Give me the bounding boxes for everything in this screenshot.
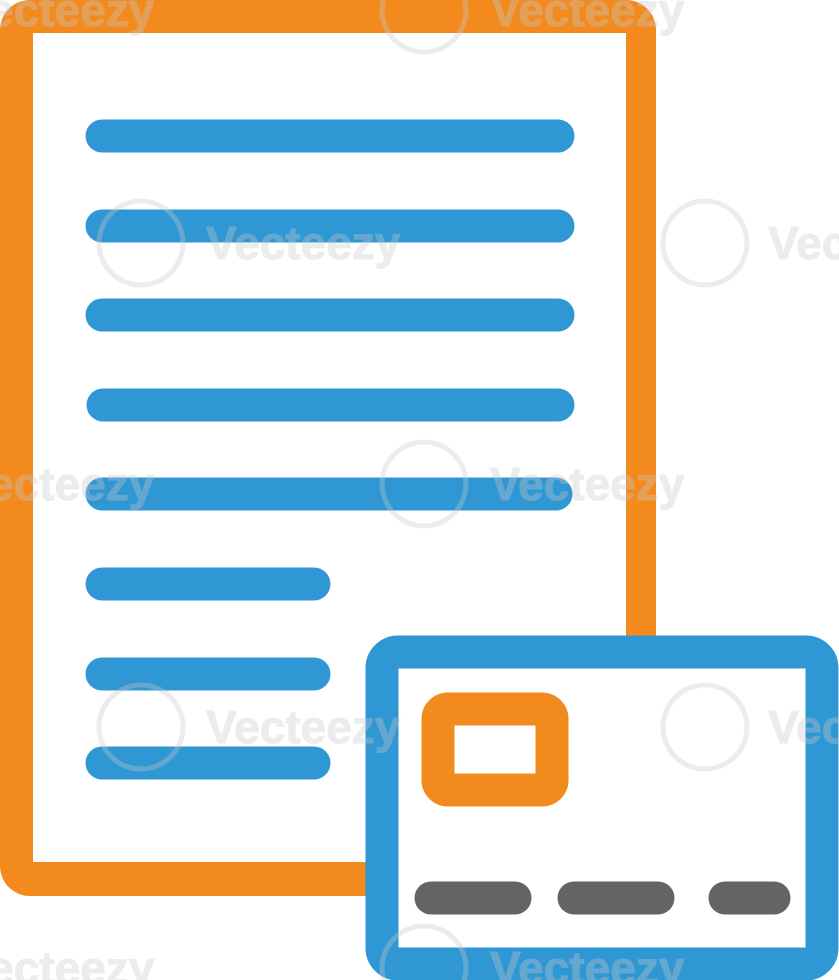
watermark-text: Vecteezy: [768, 217, 839, 269]
document-text-lines: [85, 119, 575, 780]
watermark-logo-icon: [96, 0, 750, 980]
watermark-text: Vecteezy: [0, 0, 155, 36]
watermark-text: Vecteezy: [206, 217, 401, 269]
watermark-text: Vecteezy: [490, 942, 685, 980]
watermark-text: Vecteezy: [0, 942, 155, 980]
watermark-text: Vecteezy: [206, 701, 401, 753]
watermark-text: Vecteezy: [768, 701, 839, 753]
watermark-text: Vecteezy: [490, 0, 685, 36]
card-chip-icon: [421, 692, 569, 807]
watermark-text: Vecteezy: [490, 458, 685, 510]
credit-card-icon: [365, 635, 839, 980]
watermark-text: Vecteezy: [0, 458, 155, 510]
